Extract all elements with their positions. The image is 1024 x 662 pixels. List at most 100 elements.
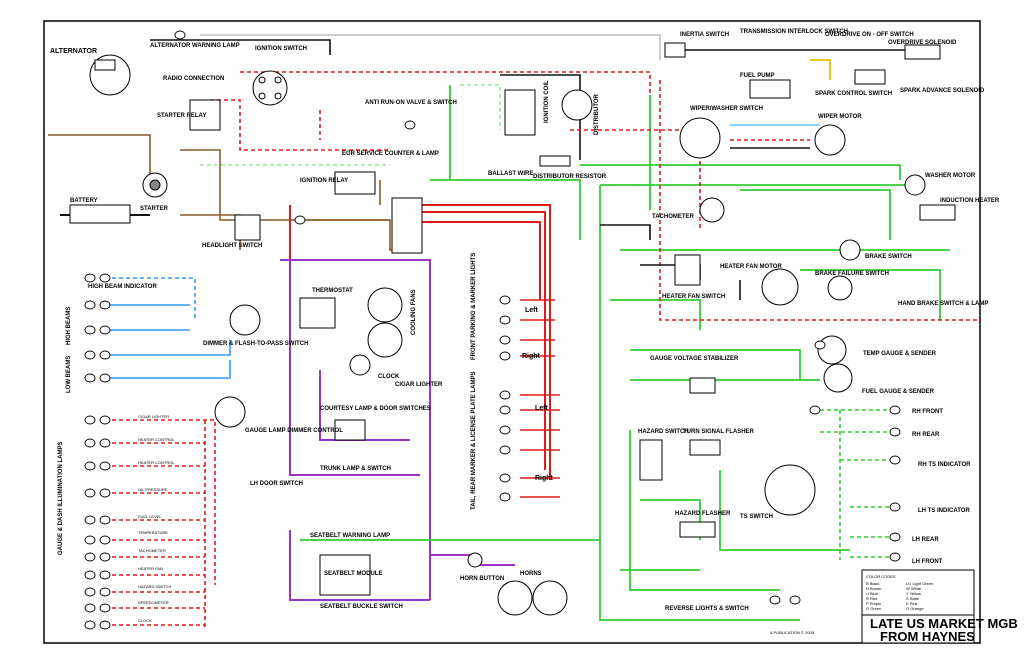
label-seatbelt-warning-lamp: SEATBELT WARNING LAMP	[310, 533, 390, 539]
label-headlight-switch: HEADLIGHT SWITCH	[202, 243, 262, 249]
dash-lamp-label: HEATER CONTROL	[138, 437, 175, 442]
label-overdrive-switch: OVERDRIVE ON - OFF SWITCH	[825, 32, 914, 38]
courtesy-lamp	[334, 419, 366, 441]
cooling-fan-2	[367, 322, 403, 358]
heater-fan-motor	[761, 268, 799, 306]
overdrive-solenoid	[904, 44, 941, 60]
horn-button	[467, 552, 483, 568]
fuel-pump	[749, 79, 791, 99]
lamp-bulb-icon	[84, 438, 96, 448]
distributor	[561, 89, 593, 121]
title-line-1: LATE US MARKET MGB	[870, 616, 1018, 631]
lamp-bulb-icon	[889, 502, 901, 512]
lamp-bulb-icon	[84, 620, 96, 630]
label-ignition-coil: IGNITION COIL	[544, 80, 550, 123]
lamp-bulb-icon	[499, 295, 511, 305]
ignition-coil	[504, 89, 536, 136]
label-washer-motor: WASHER MOTOR	[925, 173, 976, 179]
lamp-bulb-icon	[499, 405, 511, 415]
lamp-bulb-icon	[84, 373, 96, 383]
color-legend-entry: U Blue	[866, 591, 879, 596]
hazard-flasher	[679, 521, 716, 538]
label-color-codes: COLOR CODES	[866, 574, 896, 579]
gauge-lamp-dimmer	[214, 396, 246, 428]
lamp-bulb-icon	[499, 390, 511, 400]
label-hazard-switch: HAZARD SWITCH	[638, 429, 689, 435]
label-brake-failure-switch: BRAKE FAILURE SWITCH	[815, 271, 889, 277]
lamp-bulb-icon	[99, 300, 111, 310]
battery	[69, 204, 131, 224]
dash-lamp-label: OIL PRESSURE	[138, 487, 168, 492]
clock	[349, 354, 371, 376]
brake-failure-switch	[827, 275, 853, 301]
label-courtesy-lamp: COURTESY LAMP & DOOR SWITCHES	[320, 406, 431, 412]
color-legend-entry: G Green	[866, 606, 881, 611]
dash-lamp-label: SPEEDOMETER	[138, 600, 169, 605]
label-front-parking: FRONT PARKING & MARKER LIGHTS	[471, 253, 477, 360]
inertia-switch	[664, 42, 686, 58]
title-box	[861, 614, 975, 644]
label-alternator-warning-lamp: ALTERNATOR WARNING LAMP	[150, 43, 240, 49]
lamp-bulb-icon	[889, 552, 901, 562]
lamp-bulb-icon	[99, 325, 111, 335]
lamp-bulb-icon	[84, 587, 96, 597]
lamp-bulb-icon	[99, 620, 111, 630]
lamp-bulb-icon	[84, 535, 96, 545]
label-rh-front: RH FRONT	[912, 409, 943, 415]
color-legend-entry: K Pink	[906, 601, 918, 606]
dash-lamp-label: CIGAR LIGHTER	[138, 414, 169, 419]
seatbelt-module-box	[319, 554, 371, 596]
label-ignition-relay: IGNITION RELAY	[300, 178, 348, 184]
lamp-bulb-icon	[99, 373, 111, 383]
label-left-rear: Left	[535, 405, 549, 412]
induction-heater	[919, 204, 956, 221]
label-thermostat: THERMOSTAT	[312, 288, 353, 294]
label-tail-rear: TAIL, REAR MARKER & LICENSE PLATE LAMPS	[471, 372, 477, 510]
lamp-bulb-icon	[99, 415, 111, 425]
label-trunk-lamp: TRUNK LAMP & SWITCH	[320, 466, 391, 472]
label-spark-advance: SPARK ADVANCE SOLENOID	[900, 88, 985, 94]
label-reverse-lights: REVERSE LIGHTS & SWITCH	[665, 606, 749, 612]
spark-control-switch	[854, 69, 886, 85]
label-wiper-motor: WIPER MOTOR	[818, 114, 862, 120]
label-distributor: DISTRIBUTOR	[594, 93, 600, 135]
wiper-motor	[814, 124, 846, 156]
color-legend-entry: R Red	[866, 596, 877, 601]
fuse-block	[391, 197, 423, 254]
label-battery: BATTERY	[70, 198, 98, 204]
label-horn-button: HORN BUTTON	[460, 576, 504, 582]
lamp-bulb-icon	[99, 461, 111, 471]
color-legend-entry: N Brown	[866, 586, 881, 591]
label-alternator: ALTERNATOR	[50, 48, 97, 55]
lamp-bulb-icon	[99, 273, 111, 283]
color-legend-entry: S Slate	[906, 596, 920, 601]
fuel-gauge	[823, 363, 853, 393]
color-legend-entry: Y Yellow	[906, 591, 921, 596]
label-induction-heater: INDUCTION HEATER	[940, 198, 1000, 204]
ignition-switch	[252, 70, 288, 106]
color-code-box	[861, 569, 975, 616]
tachometer	[699, 197, 725, 223]
lamp-bulb-icon	[499, 351, 511, 361]
label-rh-ts-indicator: RH TS INDICATOR	[918, 462, 971, 468]
cooling-fan-1	[367, 287, 403, 323]
label-cooling-fans: COOLING FANS	[411, 289, 417, 335]
label-horns: HORNS	[520, 571, 542, 577]
washer-motor	[904, 174, 926, 196]
label-right-rear: Right	[535, 475, 554, 482]
heater-fan-switch	[674, 254, 701, 286]
lamp-bulb-icon	[99, 587, 111, 597]
lamp-bulb-icon	[84, 488, 96, 498]
dash-lamp-labels: CIGAR LIGHTER HEATER CONTROL HEATER CONTRO…	[138, 414, 175, 623]
label-transmission-interlock: TRANSMISSION INTERLOCK SWITCH	[740, 29, 848, 35]
label-radio-connection: RADIO CONNECTION	[163, 76, 224, 82]
lamp-bulb-icon	[99, 438, 111, 448]
label-high-beam-indicator: HIGH BEAM INDICATOR	[88, 284, 157, 290]
starter-relay	[189, 99, 221, 131]
color-legend-entry: B Black	[866, 581, 880, 586]
dash-lamp-label: HEATER CONTROL	[138, 460, 175, 465]
lamp-bulb-icon	[99, 552, 111, 562]
dash-lamp-label: FUEL LEVEL	[138, 514, 162, 519]
label-anti-run-on: ANTI RUN-ON VALVE & SWITCH	[365, 100, 457, 106]
